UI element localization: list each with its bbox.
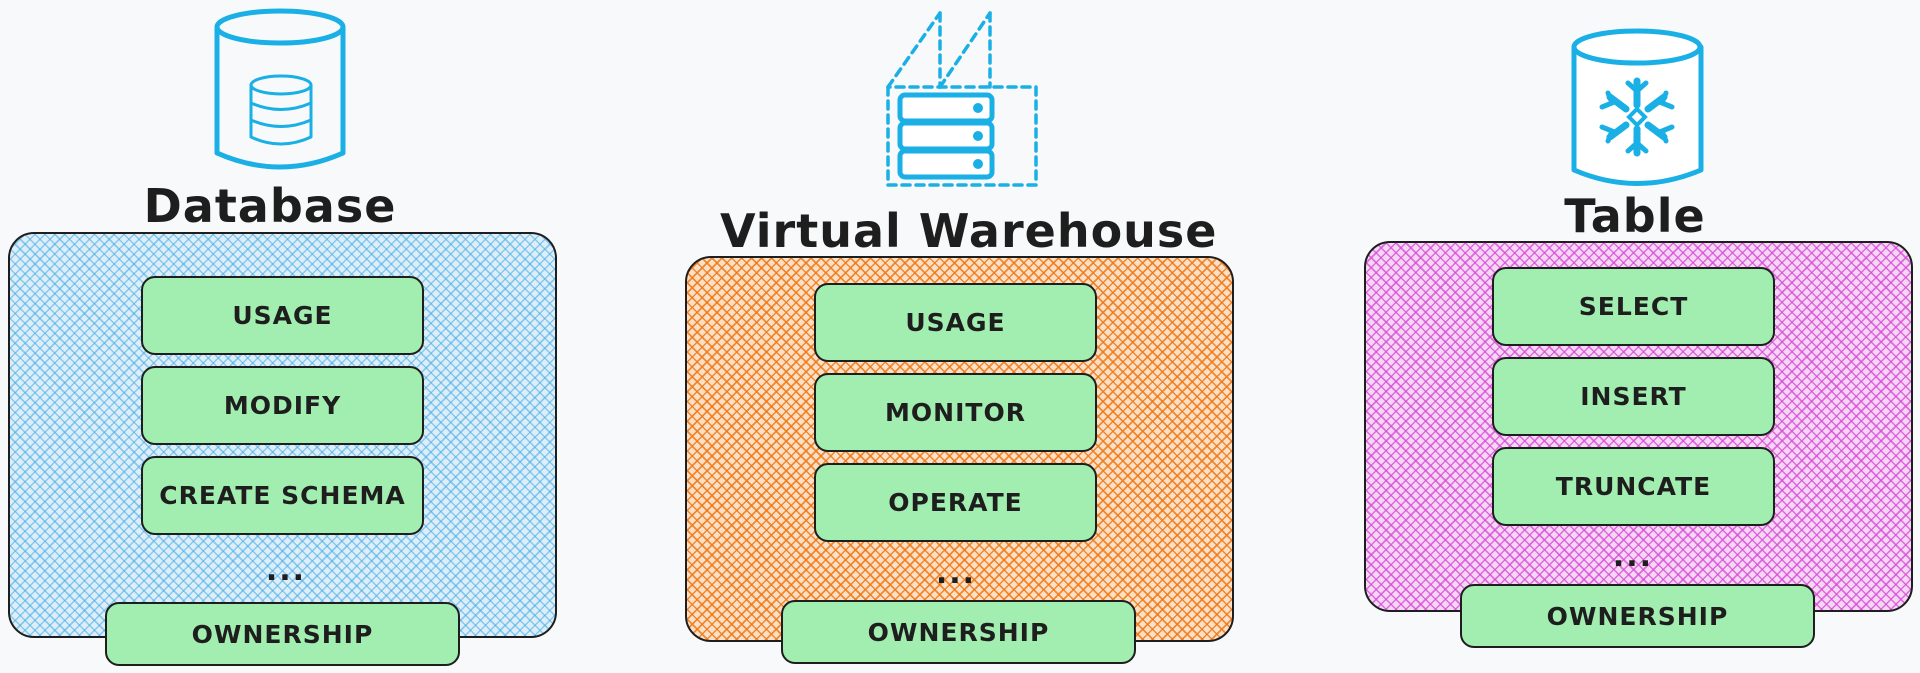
more-privileges-ellipsis: ... (1612, 539, 1654, 574)
privilege-monitor: MONITOR (814, 373, 1097, 452)
privilege-ownership: OWNERSHIP (781, 600, 1136, 664)
more-privileges-ellipsis: ... (265, 553, 307, 588)
privilege-modify: MODIFY (141, 366, 424, 445)
privilege-operate: OPERATE (814, 463, 1097, 542)
privilege-usage: USAGE (141, 276, 424, 355)
warehouse-heading: Virtual Warehouse (720, 204, 1218, 258)
database-cylinder-icon (210, 5, 350, 175)
privilege-insert: INSERT (1492, 357, 1775, 436)
privilege-ownership: OWNERSHIP (105, 602, 460, 666)
privilege-truncate: TRUNCATE (1492, 447, 1775, 526)
more-privileges-ellipsis: ... (935, 556, 977, 591)
privilege-usage: USAGE (814, 283, 1097, 362)
table-heading: Table (1564, 189, 1706, 243)
warehouse-server-icon (880, 5, 1040, 190)
privilege-select: SELECT (1492, 267, 1775, 346)
privilege-ownership: OWNERSHIP (1460, 584, 1815, 648)
snowflake-table-icon (1570, 25, 1705, 195)
privilege-create-schema: CREATE SCHEMA (141, 456, 424, 535)
database-heading: Database (143, 179, 397, 233)
